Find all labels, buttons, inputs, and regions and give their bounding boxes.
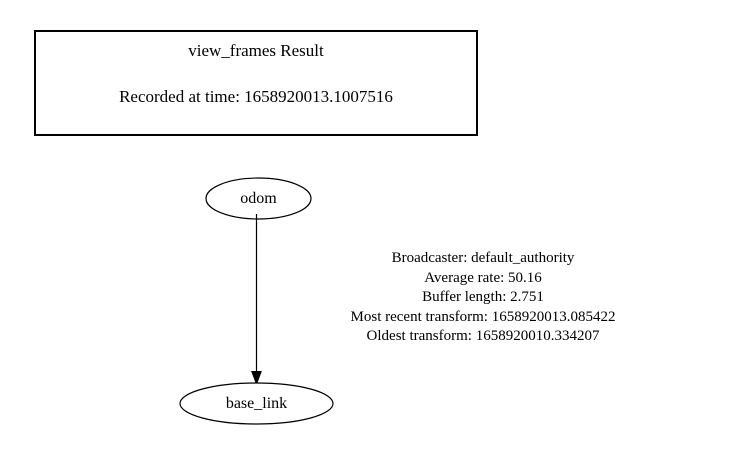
ellipse-shape-icon <box>205 177 312 220</box>
result-box-recorded-time: Recorded at time: 1658920013.1007516 <box>119 87 393 106</box>
edge-label-most-recent-transform: Most recent transform: 1658920013.085422 <box>350 308 616 325</box>
arrowhead-icon <box>251 371 262 386</box>
graph-edge-label: Broadcaster: default_authority Average r… <box>258 249 708 347</box>
result-box-title: view_frames Result <box>188 41 324 60</box>
edge-label-average-rate: Average rate: 50.16 <box>424 269 542 286</box>
edge-label-oldest-transform: Oldest transform: 1658920010.334207 <box>366 328 600 344</box>
edge-label-broadcaster: Broadcaster: default_authority <box>391 250 575 266</box>
graph-node-base-link[interactable]: base_link <box>179 382 334 425</box>
edge-label-buffer-length: Buffer length: 2.751 <box>422 289 544 305</box>
graph-edge-odom-to-base-link <box>236 214 278 389</box>
view-frames-result-box: view_frames Result Recorded at time: 165… <box>34 30 478 136</box>
ellipse-shape-icon <box>179 382 334 425</box>
